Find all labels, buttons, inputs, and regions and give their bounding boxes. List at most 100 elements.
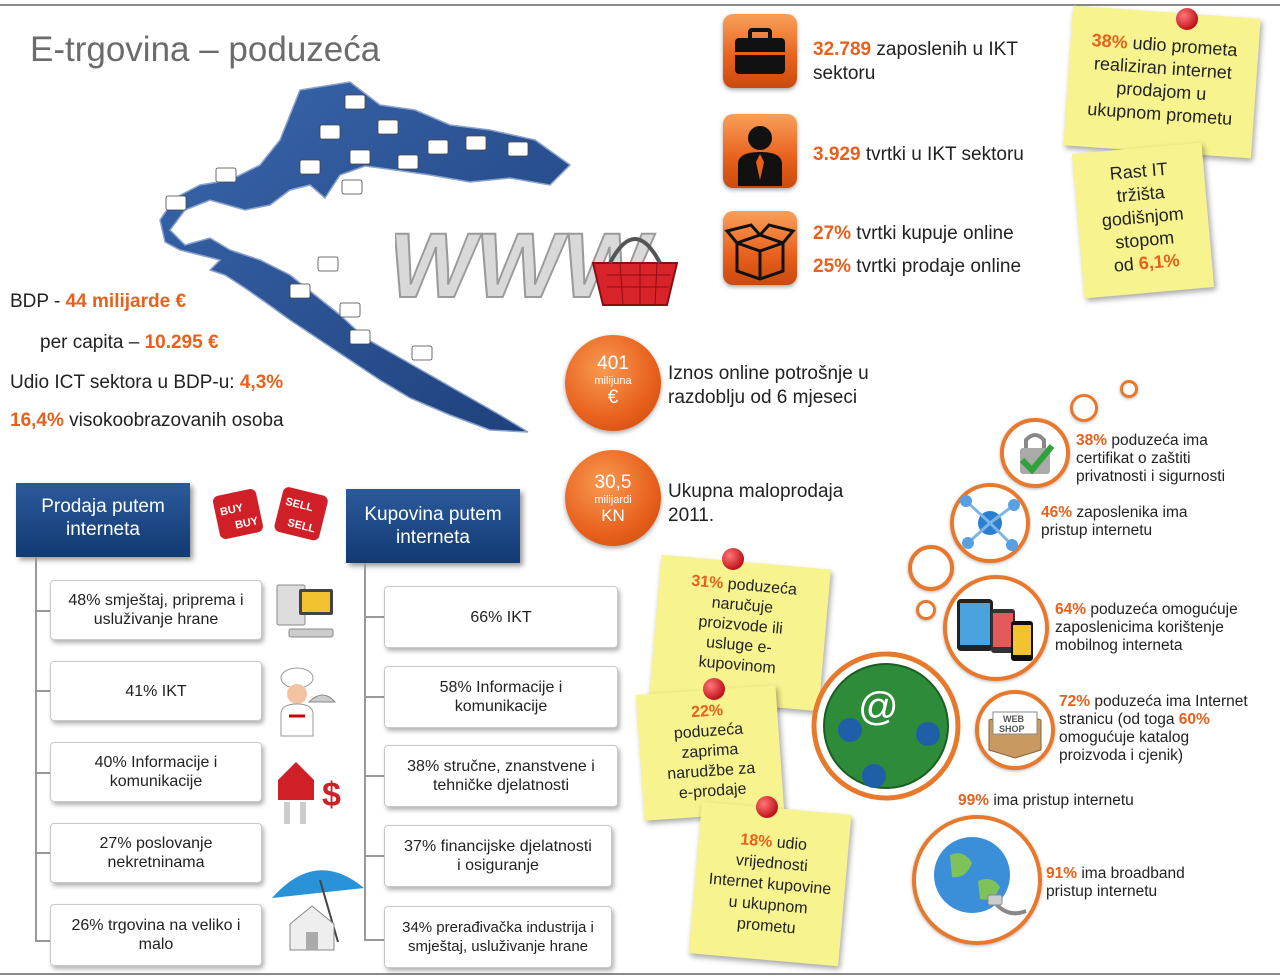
bdp-value: 44 milijarde €: [65, 291, 187, 312]
sales-tree-line: [35, 557, 37, 942]
education-label: visokoobrazovanih osoba: [63, 410, 284, 431]
internet-access-text: 99% ima pristup internetu: [958, 792, 1134, 810]
tree-connector: [364, 696, 386, 698]
ict-share-label: Udio ICT sektora u BDP-u:: [10, 372, 240, 393]
sticky-note-internet-sales: 38% udio prometa realiziran internet pro…: [1063, 5, 1261, 159]
note-purchase-line: kupovinom: [697, 653, 777, 678]
circle-retail-currency: KN: [601, 506, 625, 525]
businessman-icon: [723, 114, 797, 188]
tree-connector: [35, 610, 51, 612]
sales-item-line: 40% Informacije i: [94, 754, 218, 771]
svg-text:SHOP: SHOP: [999, 724, 1025, 734]
retail-text: Ukupna maloprodaja 2011.: [668, 480, 843, 528]
computer-icon: [276, 584, 334, 638]
note-sales-value: 38%: [1090, 30, 1129, 53]
retail-label-2: 2011.: [668, 505, 715, 526]
pin-icon: [722, 548, 744, 570]
online-spending-circle: 401 milijuna €: [565, 335, 661, 431]
note-purchase-value: 31%: [690, 572, 725, 593]
tree-connector: [364, 775, 386, 777]
umbrella-house-icon: [272, 870, 364, 951]
note-share-line: Internet kupovine: [708, 870, 832, 899]
circle-spending-unit: milijuna: [594, 375, 632, 387]
sales-header-line-2: interneta: [66, 519, 140, 540]
page-title: E-trgovina – poduzeća: [30, 30, 381, 69]
svg-text:BUY: BUY: [234, 515, 260, 532]
note-sales-line-4: ukupnom prometu: [1086, 98, 1233, 129]
employee-access-line: pristup internetu: [1041, 522, 1153, 539]
mobile-internet-line: poduzeća omogućuje: [1086, 601, 1238, 618]
note-growth-line-4: stopom: [1114, 227, 1175, 253]
per-capita-stat: per capita – 10.295 €: [40, 332, 219, 354]
svg-text:BUY: BUY: [219, 502, 245, 519]
sales-item-line: malo: [138, 936, 174, 953]
sell-online-label: tvrtki prodaje online: [851, 256, 1022, 277]
circle-retail-unit: milijardi: [594, 494, 632, 506]
svg-text:WEB: WEB: [1003, 714, 1024, 724]
broadband-text: 91% ima broadband pristup internetu: [1046, 865, 1185, 901]
companies-text: 3.929 tvrtki u IKT sektoru: [813, 143, 1024, 167]
decor-ring: [1120, 380, 1138, 398]
retail-circle: 30,5 milijardi KN: [565, 450, 661, 546]
employees-label-2: sektoru: [813, 63, 876, 84]
purchase-item-line: smještaj, usluživanje hrane: [407, 938, 589, 955]
pin-icon: [756, 796, 778, 818]
purchase-header: Kupovina putem interneta: [346, 489, 520, 563]
note-share-line: udio: [771, 834, 808, 855]
broadband-line: ima broadband: [1077, 865, 1185, 882]
decor-ring: [908, 545, 954, 591]
privacy-value: 38%: [1076, 432, 1108, 449]
sales-header-line-1: Prodaja putem: [41, 496, 165, 517]
employees-label-1: zaposlenih u IKT: [871, 39, 1018, 60]
tree-connector: [364, 855, 386, 857]
per-capita-label: per capita –: [40, 332, 145, 353]
sales-item-line: 27% poslovanje: [99, 835, 213, 852]
privacy-line: poduzeća ima: [1107, 432, 1208, 449]
internet-access-line: ima pristup internetu: [989, 792, 1134, 809]
web-shop-icon: WEB SHOP: [975, 690, 1055, 770]
circle-spending-currency: €: [607, 387, 619, 408]
website-text: 72% poduzeća ima Internet stranicu (od t…: [1059, 693, 1248, 765]
tree-connector: [364, 616, 386, 618]
broadband-line: pristup internetu: [1046, 883, 1158, 900]
purchase-item-line: 58% Informacije i: [439, 679, 563, 696]
purchase-item-line: tehničke djelatnosti: [432, 777, 570, 794]
note-esales-line: poduzeća: [673, 720, 744, 743]
note-share-line: vrijednosti: [735, 851, 809, 876]
www-basket-graphic: WWW: [395, 213, 679, 315]
website-value: 72%: [1059, 693, 1091, 710]
mobile-internet-line: mobilnog interneta: [1055, 637, 1183, 654]
education-stat: 16,4% visokoobrazovanih osoba: [10, 410, 284, 432]
box-icon: [723, 211, 797, 285]
website-line: poduzeća ima Internet: [1090, 693, 1248, 710]
note-sales-line-3: prodajom u: [1115, 77, 1207, 105]
sales-header: Prodaja putem interneta: [16, 483, 190, 557]
sales-item-line: 26% trgovina na veliko i: [71, 917, 241, 934]
tree-connector: [35, 852, 51, 854]
sticky-note-it-growth: Rast IT tržišta godišnjom stopom od 6,1%: [1071, 142, 1215, 299]
sales-item-line: komunikacije: [109, 773, 203, 790]
tree-connector: [35, 690, 51, 692]
ict-share-value: 4,3%: [239, 372, 284, 393]
lock-check-icon: [1000, 418, 1070, 488]
note-esales-line: zaprima: [680, 741, 739, 762]
privacy-line: privatnosti i sigurnosti: [1076, 468, 1226, 485]
companies-value: 3.929: [813, 144, 861, 165]
note-growth-line-2: tržišta: [1115, 182, 1166, 207]
svg-text:@: @: [858, 685, 899, 729]
sell-online-text: 25% tvrtki prodaje online: [813, 255, 1021, 279]
purchase-tree-line: [364, 563, 366, 941]
note-esales-line: narudžbe za: [666, 759, 756, 784]
education-value: 16,4%: [10, 410, 64, 431]
pin-icon: [1176, 8, 1198, 30]
purchase-item: 66% IKT: [384, 586, 618, 648]
bdp-stat: BDP - 44 milijarde €: [10, 291, 186, 313]
note-share-value: 18%: [739, 831, 774, 852]
sales-item-line: usluživanje hrane: [93, 611, 219, 628]
